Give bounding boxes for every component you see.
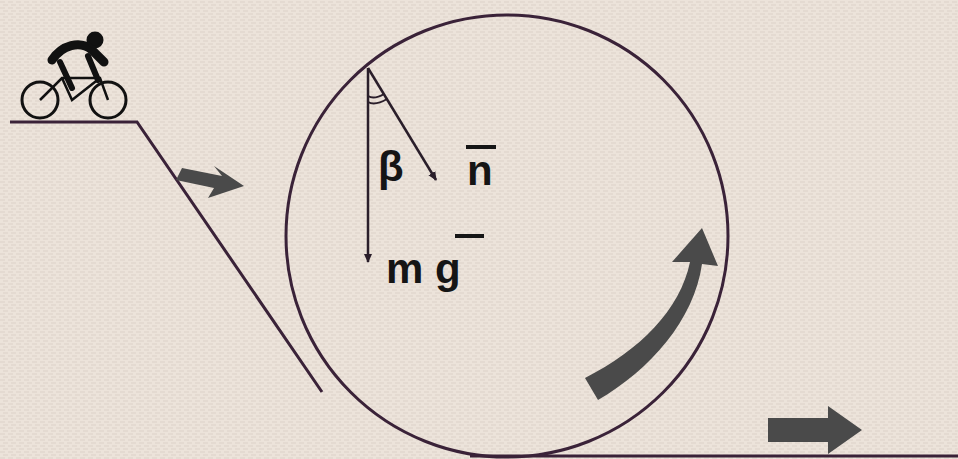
vector-label: m g (386, 248, 461, 290)
motion-arrow (768, 406, 862, 454)
vector-label: β (378, 146, 404, 188)
exit-track (470, 455, 958, 458)
motion-arrow (176, 166, 244, 198)
motion-arrow (585, 228, 718, 400)
vector-bar (466, 145, 496, 149)
vector-label: n (467, 150, 493, 192)
ramp (10, 122, 322, 392)
angle-arc (368, 94, 384, 98)
cyclist-icon (22, 33, 126, 118)
angle-arc (368, 99, 387, 103)
vector-bar (455, 234, 484, 238)
loop (286, 15, 728, 457)
